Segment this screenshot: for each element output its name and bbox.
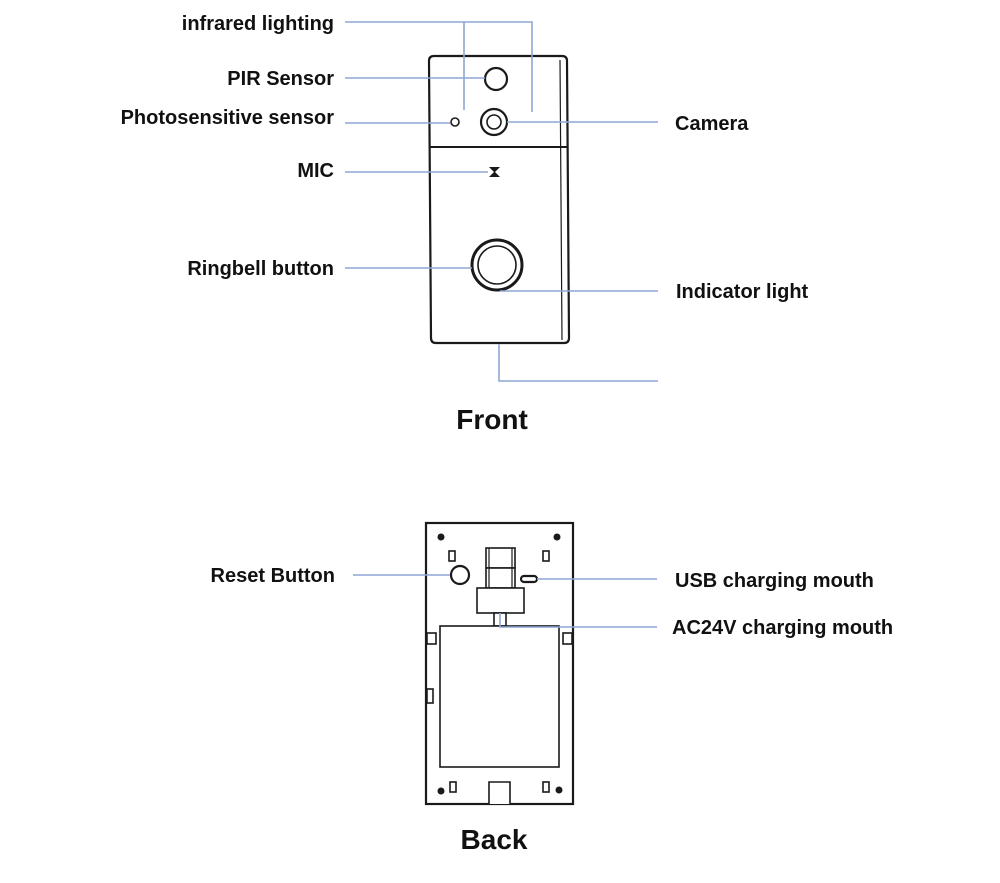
label-reset-button: Reset Button: [211, 565, 335, 587]
usb-port-icon: [519, 574, 539, 584]
front-title: Front: [456, 404, 528, 435]
clip-right: [562, 632, 573, 645]
label-pir-sensor: PIR Sensor: [227, 68, 334, 90]
connector-base: [476, 587, 525, 614]
screw-hole-bottom-right: [555, 786, 563, 794]
ringbell-button-inner: [477, 245, 517, 285]
label-photosensitive-sensor: Photosensitive sensor: [121, 107, 335, 129]
bottom-notch: [488, 781, 511, 804]
leader-infrared-lighting: [345, 21, 533, 112]
reset-button-icon: [449, 564, 471, 586]
front-device-body: [427, 54, 571, 345]
connector-upper: [485, 547, 516, 569]
label-camera: Camera: [675, 113, 749, 135]
slot-bottom-left: [449, 781, 457, 793]
label-indicator-light: Indicator light: [676, 281, 809, 303]
label-infrared-lighting: infrared lighting: [182, 13, 334, 35]
screw-hole-bottom-left: [437, 787, 445, 795]
camera-lens: [486, 114, 502, 130]
leader-ac24v-charging-mouth: [499, 613, 657, 628]
slot-top-right: [542, 550, 550, 562]
photosensitive-sensor-icon: [450, 117, 460, 127]
slot-bottom-right: [542, 781, 550, 793]
front-side-edge: [559, 59, 563, 341]
pir-sensor-icon: [483, 66, 509, 92]
screw-hole-top-left: [437, 533, 445, 541]
label-ringbell-button: Ringbell button: [187, 258, 334, 280]
label-usb-charging-mouth: USB charging mouth: [675, 570, 874, 592]
label-mic: MIC: [297, 160, 334, 182]
leader-bottom: [498, 344, 658, 382]
front-view: infrared lighting PIR Sensor Photosensit…: [121, 13, 809, 435]
connector-lower: [485, 567, 516, 589]
battery-compartment: [439, 625, 560, 768]
back-view: Reset Button USB charging mouth AC24V ch…: [211, 521, 893, 855]
back-title: Back: [461, 824, 528, 855]
mic-icon: [489, 167, 500, 177]
label-ac24v-charging-mouth: AC24V charging mouth: [672, 617, 893, 639]
clip-left: [426, 632, 437, 645]
clip-left-lower: [426, 688, 434, 704]
screw-hole-top-right: [553, 533, 561, 541]
slot-top-left: [448, 550, 456, 562]
